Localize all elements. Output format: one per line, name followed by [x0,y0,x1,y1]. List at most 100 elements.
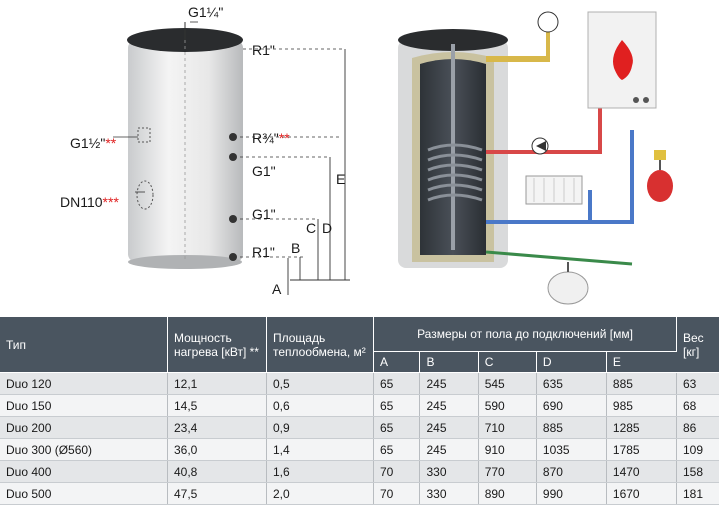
cold-water-pipe [485,250,633,266]
cutaway-tank [398,29,508,268]
table-row: Duo 300 (Ø560) 36,0 1,4 65 245 910 1035 … [0,438,719,461]
cell-c: 910 [478,438,537,461]
cell-area: 0,5 [266,372,374,395]
g1-upper-label: G1" [252,163,276,179]
table-row: Duo 120 12,1 0,5 65 245 545 635 885 63 [0,372,719,395]
cell-c: 770 [478,460,537,483]
cell-area: 0,9 [266,416,374,439]
cell-area: 1,4 [266,438,374,461]
dim-c-label: C [306,220,316,236]
cell-type: Duo 120 [0,372,168,395]
cell-weight: 63 [676,372,719,395]
cell-d: 870 [536,460,607,483]
cell-type: Duo 200 [0,416,168,439]
sub-b-header: B [419,351,479,373]
cell-a: 70 [373,482,421,505]
sub-a-header: A [373,351,421,373]
product-figure: G1¼" R1" R¾"** G1" G1" R1" G1½"** DN110*… [60,4,673,305]
cell-area: 0,6 [266,394,374,417]
table-row: Duo 500 47,5 2,0 70 330 890 990 1670 181 [0,482,719,505]
cell-weight: 181 [676,482,719,505]
cell-c: 890 [478,482,537,505]
cell-e: 1285 [606,416,678,439]
col-area-header: Площадь теплообмена, м² [266,317,374,373]
cell-a: 65 [373,416,421,439]
shower-icon [537,11,559,33]
leader-lines [113,21,345,258]
cell-b: 245 [419,416,479,439]
dim-e-label: E [336,171,345,187]
cell-a: 65 [373,394,421,417]
sub-c-header: C [478,351,537,373]
cell-e: 985 [606,394,678,417]
heating-supply-pipe [486,108,602,154]
table-row: Duo 400 40,8 1,6 70 330 770 870 1470 158 [0,460,719,483]
col-sizes-header: Размеры от пола до подключений [мм] [373,317,677,352]
cell-type: Duo 150 [0,394,168,417]
table-row: Duo 150 14,5 0,6 65 245 590 690 985 68 [0,394,719,417]
cell-weight: 158 [676,460,719,483]
cell-area: 1,6 [266,460,374,483]
spec-table: Тип Мощность нагрева [кВт] ** Площадь те… [0,317,719,505]
cell-type: Duo 300 (Ø560) [0,438,168,461]
cell-b: 245 [419,438,479,461]
col-type-header: Тип [0,317,168,373]
cell-b: 245 [419,394,479,417]
cell-c: 545 [478,372,537,395]
col-power-header: Мощность нагрева [кВт] ** [167,317,267,373]
cell-d: 990 [536,482,607,505]
g1half-mark: ** [105,135,116,151]
cell-area: 2,0 [266,482,374,505]
boiler-icon [587,11,657,109]
g1half-label: G1½"** [70,135,117,151]
cell-d: 885 [536,416,607,439]
r1-bottom-label: R1" [252,244,275,260]
expansion-tank-water-icon [547,262,589,305]
cell-e: 1670 [606,482,678,505]
top-connection-label: G1¼" [188,4,223,20]
r34-label: R¾"** [252,130,290,146]
tank-outline [127,22,243,269]
col-weight-header: Вес [кг] [676,317,719,373]
cell-type: Duo 500 [0,482,168,505]
expansion-tank-heating-icon [647,150,673,202]
r1-top-label: R1" [252,42,275,58]
cell-e: 885 [606,372,678,395]
cell-a: 70 [373,460,421,483]
cell-b: 330 [419,482,479,505]
cell-power: 23,4 [167,416,267,439]
sub-d-header: D [536,351,607,373]
dim-d-label: D [322,220,332,236]
sub-e-header: E [606,351,677,373]
cell-power: 12,1 [167,372,267,395]
g1-lower-label: G1" [252,206,276,222]
radiator-icon [525,175,583,205]
cell-type: Duo 400 [0,460,168,483]
hot-water-pipe [486,30,550,62]
cell-d: 1035 [536,438,607,461]
cell-d: 635 [536,372,607,395]
cell-weight: 109 [676,438,719,461]
cell-c: 710 [478,416,537,439]
cell-a: 65 [373,438,421,461]
table-row: Duo 200 23,4 0,9 65 245 710 885 1285 86 [0,416,719,439]
dim-b-label: B [291,240,300,256]
heating-return-pipe [486,130,634,224]
r34-mark: ** [279,130,290,146]
cell-power: 36,0 [167,438,267,461]
dn110-mark: *** [103,194,120,210]
dim-a-label: A [272,281,282,297]
cell-weight: 86 [676,416,719,439]
cell-e: 1785 [606,438,678,461]
cell-c: 590 [478,394,537,417]
dimension-lines [287,49,350,295]
dn110-label: DN110*** [60,194,119,210]
cell-d: 690 [536,394,607,417]
cell-power: 40,8 [167,460,267,483]
cell-power: 14,5 [167,394,267,417]
cell-b: 330 [419,460,479,483]
cell-weight: 68 [676,394,719,417]
cell-a: 65 [373,372,421,395]
cell-e: 1470 [606,460,678,483]
cell-b: 245 [419,372,479,395]
